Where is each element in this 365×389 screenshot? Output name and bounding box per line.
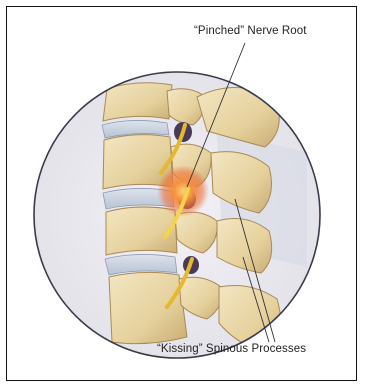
vertebral-body-3 bbox=[106, 207, 177, 255]
pinched-nerve-root-label: “Pinched” Nerve Root bbox=[194, 25, 307, 37]
spine-group bbox=[102, 83, 307, 352]
vertebral-body-1 bbox=[103, 83, 172, 121]
diagram-frame: “Pinched” Nerve Root “Kissing” Spinous P… bbox=[6, 6, 357, 381]
lumbar-spine-illustration bbox=[7, 7, 357, 381]
kissing-spinous-processes-label: “Kissing” Spinous Processes bbox=[157, 343, 306, 355]
inflammation-glow bbox=[157, 165, 209, 217]
vertebral-body-4 bbox=[109, 272, 187, 343]
